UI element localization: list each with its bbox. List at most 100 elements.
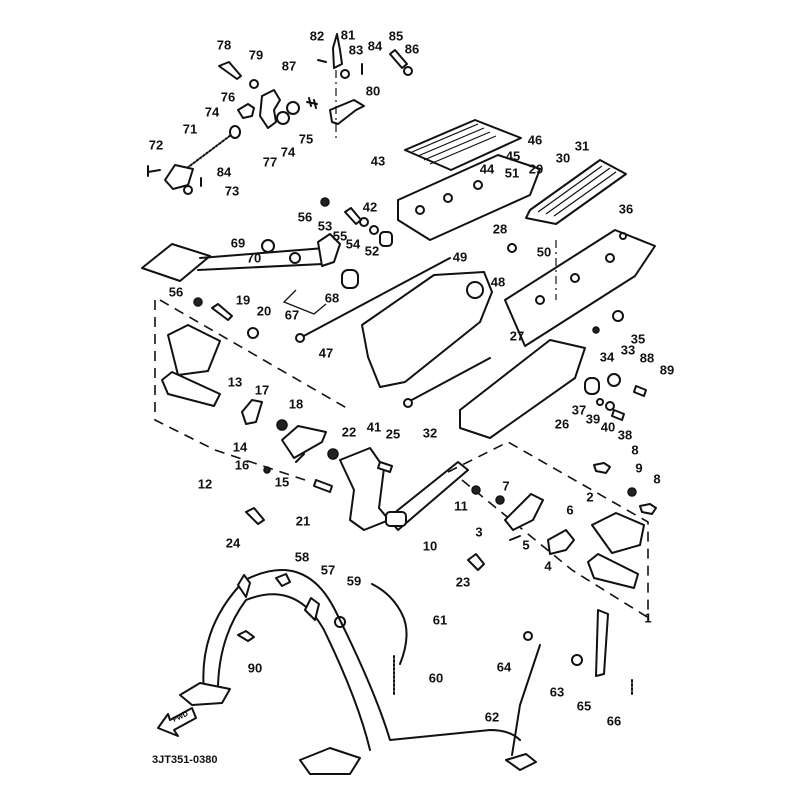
part-label-16: 16 (234, 457, 250, 473)
part-label-87: 87 (281, 58, 297, 74)
bushing-69 (261, 239, 275, 253)
bolt-85 (389, 49, 408, 69)
washer-11 (471, 485, 481, 495)
bolt-53 (344, 207, 362, 225)
part-label-45: 45 (505, 148, 521, 164)
stand-lug-right (304, 597, 320, 621)
part-label-34: 34 (599, 349, 615, 365)
nut-79 (249, 79, 259, 89)
collar-52 (379, 231, 393, 247)
part-label-10: 10 (422, 538, 438, 554)
part-label-14: 14 (232, 439, 248, 455)
clip-64 (523, 631, 533, 641)
rod-end-71 (164, 164, 194, 190)
bolt-8a (593, 462, 611, 474)
part-label-75: 75 (298, 131, 314, 147)
pedal-arm-67 (197, 247, 326, 271)
shift-boss (385, 511, 407, 527)
washer-88 (607, 373, 621, 387)
part-label-24: 24 (225, 535, 241, 551)
part-label-19: 19 (235, 292, 251, 308)
part-label-83: 83 (348, 42, 364, 58)
part-label-84: 84 (367, 38, 383, 54)
part-label-60: 60 (428, 670, 444, 686)
pedal-boss (317, 233, 341, 267)
part-label-8: 8 (631, 442, 639, 458)
part-label-74: 74 (204, 104, 220, 120)
part-label-53: 53 (317, 218, 333, 234)
part-label-43: 43 (370, 153, 386, 169)
washer-70 (289, 252, 301, 264)
fwd-arrow-icon: FWD (157, 707, 197, 737)
part-label-35: 35 (630, 331, 646, 347)
part-label-13: 13 (227, 374, 243, 390)
part-label-84: 84 (216, 164, 232, 180)
part-label-36: 36 (618, 201, 634, 217)
side-stand-62 (511, 644, 541, 756)
stopper-90 (237, 630, 255, 642)
brake-pedal-group (141, 233, 359, 315)
footrest-left-group (154, 297, 351, 481)
part-label-78: 78 (216, 37, 232, 53)
right-footboard-group (320, 119, 541, 247)
part-label-42: 42 (362, 199, 378, 215)
center-stand-group (179, 569, 521, 775)
pin-82 (317, 59, 327, 63)
footrest-rubber-13 (167, 324, 221, 376)
part-label-74: 74 (280, 144, 296, 160)
part-label-64: 64 (496, 659, 512, 675)
footboard-bracket-27 (504, 229, 656, 347)
part-label-68: 68 (324, 290, 340, 306)
bracket-14 (281, 425, 327, 459)
bolt-19 (211, 303, 233, 321)
arm-77 (259, 89, 281, 129)
bolt-89 (633, 385, 647, 397)
part-label-89: 89 (659, 362, 675, 378)
bushing-68 (341, 269, 359, 289)
part-label-71: 71 (182, 121, 198, 137)
part-label-61: 61 (432, 612, 448, 628)
nut-86 (403, 66, 413, 76)
part-label-20: 20 (256, 303, 272, 319)
part-label-28: 28 (492, 221, 508, 237)
front-footboard-group (504, 159, 656, 347)
footrest-peg-1 (587, 553, 639, 589)
joint-76 (237, 103, 255, 119)
part-label-90: 90 (247, 660, 263, 676)
left-plate-group (295, 257, 647, 439)
part-label-49: 49 (452, 249, 468, 265)
part-label-11: 11 (454, 498, 468, 514)
part-label-47: 47 (318, 345, 334, 361)
plate-65 (595, 609, 609, 677)
part-label-9: 9 (635, 460, 643, 476)
center-stand-57 (202, 569, 521, 741)
part-label-17: 17 (254, 382, 270, 398)
footboard-rubber-43 (404, 119, 522, 171)
part-label-57: 57 (320, 562, 336, 578)
bushing-37 (584, 377, 600, 395)
part-label-33: 33 (620, 342, 636, 358)
part-label-46: 46 (527, 132, 543, 148)
washer-75 (286, 101, 300, 115)
nut-56a (320, 197, 330, 207)
spring-15 (295, 453, 305, 463)
part-label-67: 67 (284, 307, 300, 323)
nut-34 (592, 326, 600, 334)
bolt-24 (245, 507, 265, 525)
bracket-26 (459, 339, 586, 439)
clip-35 (612, 310, 624, 322)
arm-3 (504, 493, 544, 531)
bolt-78 (218, 61, 242, 80)
washer-54 (369, 225, 379, 235)
stand-lug-left (237, 574, 251, 598)
assembly-1-outline (447, 441, 649, 622)
rod-32 (407, 357, 491, 403)
side-stand-foot (505, 753, 537, 771)
spring-hook-61 (371, 583, 408, 665)
footrest-rubber-2 (591, 512, 645, 554)
part-label-5: 5 (522, 537, 530, 553)
part-label-56: 56 (297, 209, 313, 225)
part-label-80: 80 (365, 83, 381, 99)
washer-73 (183, 185, 193, 195)
